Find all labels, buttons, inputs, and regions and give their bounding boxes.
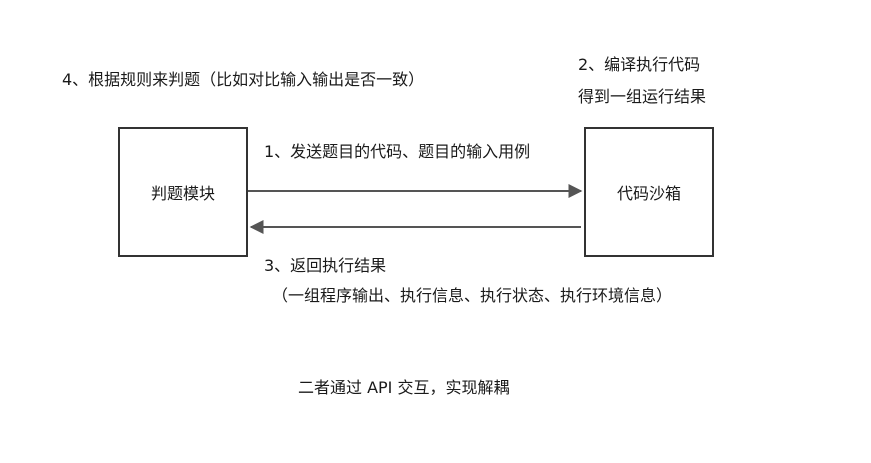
step1-annotation: 1、发送题目的代码、题目的输入用例	[264, 142, 531, 161]
step4-annotation: 4、根据规则来判题（比如对比输入输出是否一致）	[62, 70, 425, 89]
footer-note: 二者通过 API 交互，实现解耦	[298, 378, 510, 397]
code-sandbox-box: 代码沙箱	[584, 127, 714, 257]
step2-annotation-line2: 得到一组运行结果	[578, 87, 707, 106]
step3-annotation-line1: 3、返回执行结果	[264, 256, 387, 275]
judge-module-box: 判题模块	[118, 127, 248, 257]
step2-annotation-line1: 2、编译执行代码	[578, 55, 701, 74]
judge-module-label: 判题模块	[150, 184, 215, 203]
code-sandbox-label: 代码沙箱	[616, 184, 681, 203]
step3-annotation-line2: （一组程序输出、执行信息、执行状态、执行环境信息）	[272, 286, 673, 305]
